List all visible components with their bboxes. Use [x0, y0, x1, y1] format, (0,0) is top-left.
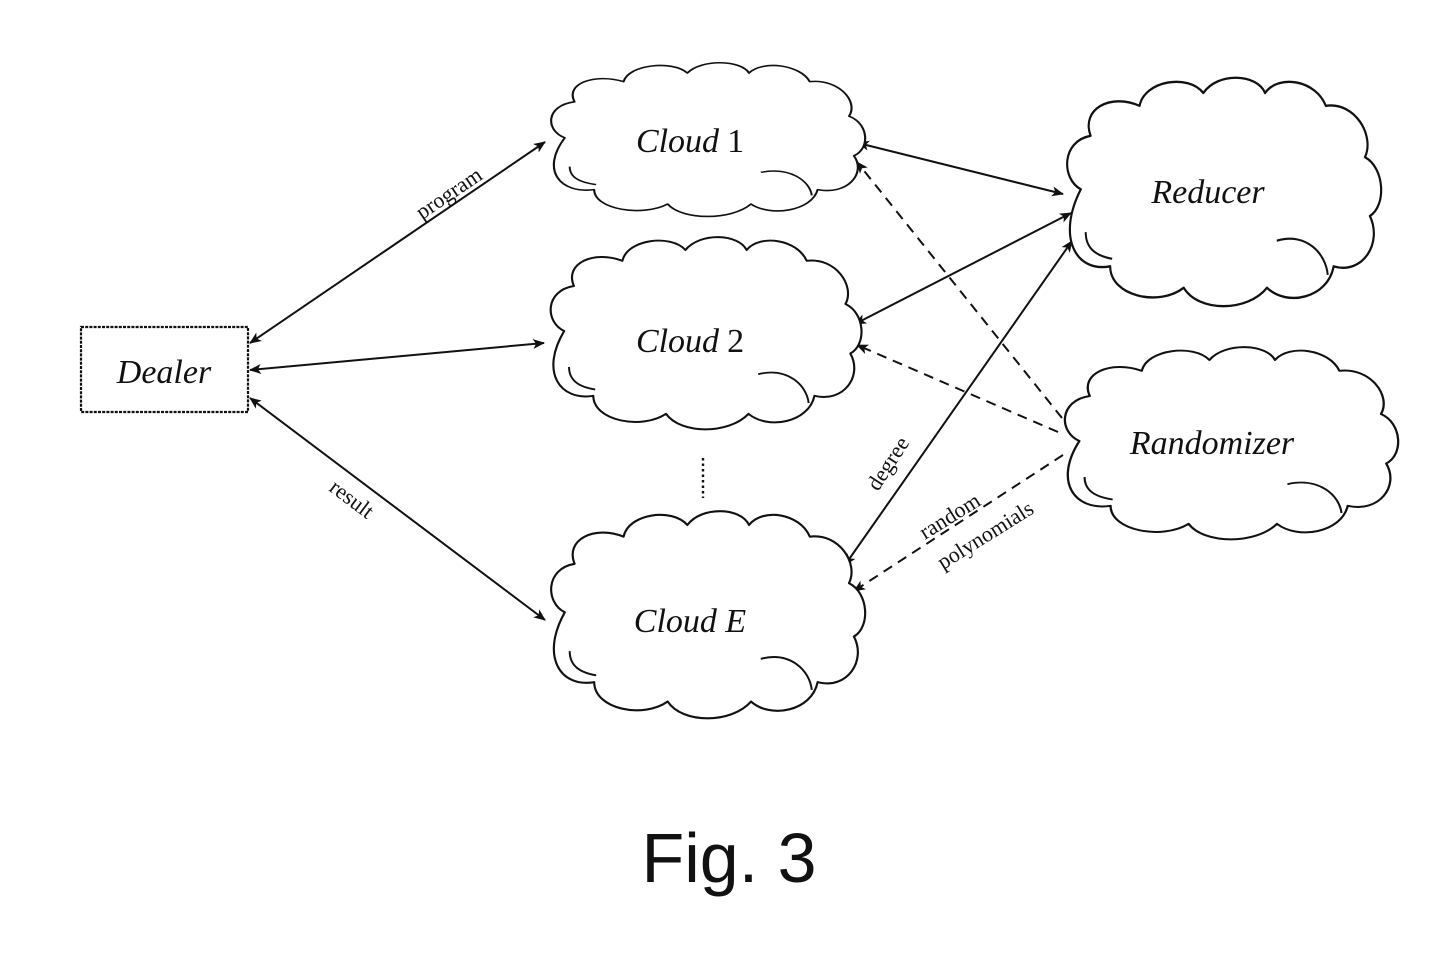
- node-randomizer: [1063, 346, 1400, 541]
- edge-randomizer-cloud1: [856, 161, 1063, 419]
- reducer-label: Reducer: [1150, 174, 1265, 211]
- edge-dealer-cloud1: [249, 141, 546, 344]
- node-cloud1: [550, 61, 867, 218]
- edge-label-degree: degree: [861, 432, 914, 495]
- edge-cloud2-reducer: [854, 212, 1072, 325]
- edge-label-program: program: [411, 162, 487, 224]
- cloudE-label: Cloud E: [634, 603, 747, 640]
- node-cloudE: [550, 510, 867, 720]
- dealer-box: [79, 325, 250, 414]
- node-dealer: Dealer: [79, 325, 250, 414]
- dealer-label: Dealer: [116, 354, 212, 391]
- edge-cloud1-reducer: [857, 140, 1064, 197]
- randomizer-label: Randomizer: [1129, 425, 1295, 462]
- edge-randomizer-cloud2: [856, 344, 1059, 433]
- node-reducer: [1065, 76, 1383, 308]
- figure-caption: Fig. 3: [641, 819, 816, 897]
- edge-randomizer-cloudE: [853, 454, 1064, 592]
- node-cloud2: [549, 236, 863, 431]
- edge-dealer-cloudE: [249, 397, 546, 621]
- edge-label-result: result: [325, 474, 379, 523]
- edge-cloudE-reducer: [844, 240, 1073, 566]
- edge-dealer-cloud2: [249, 339, 545, 374]
